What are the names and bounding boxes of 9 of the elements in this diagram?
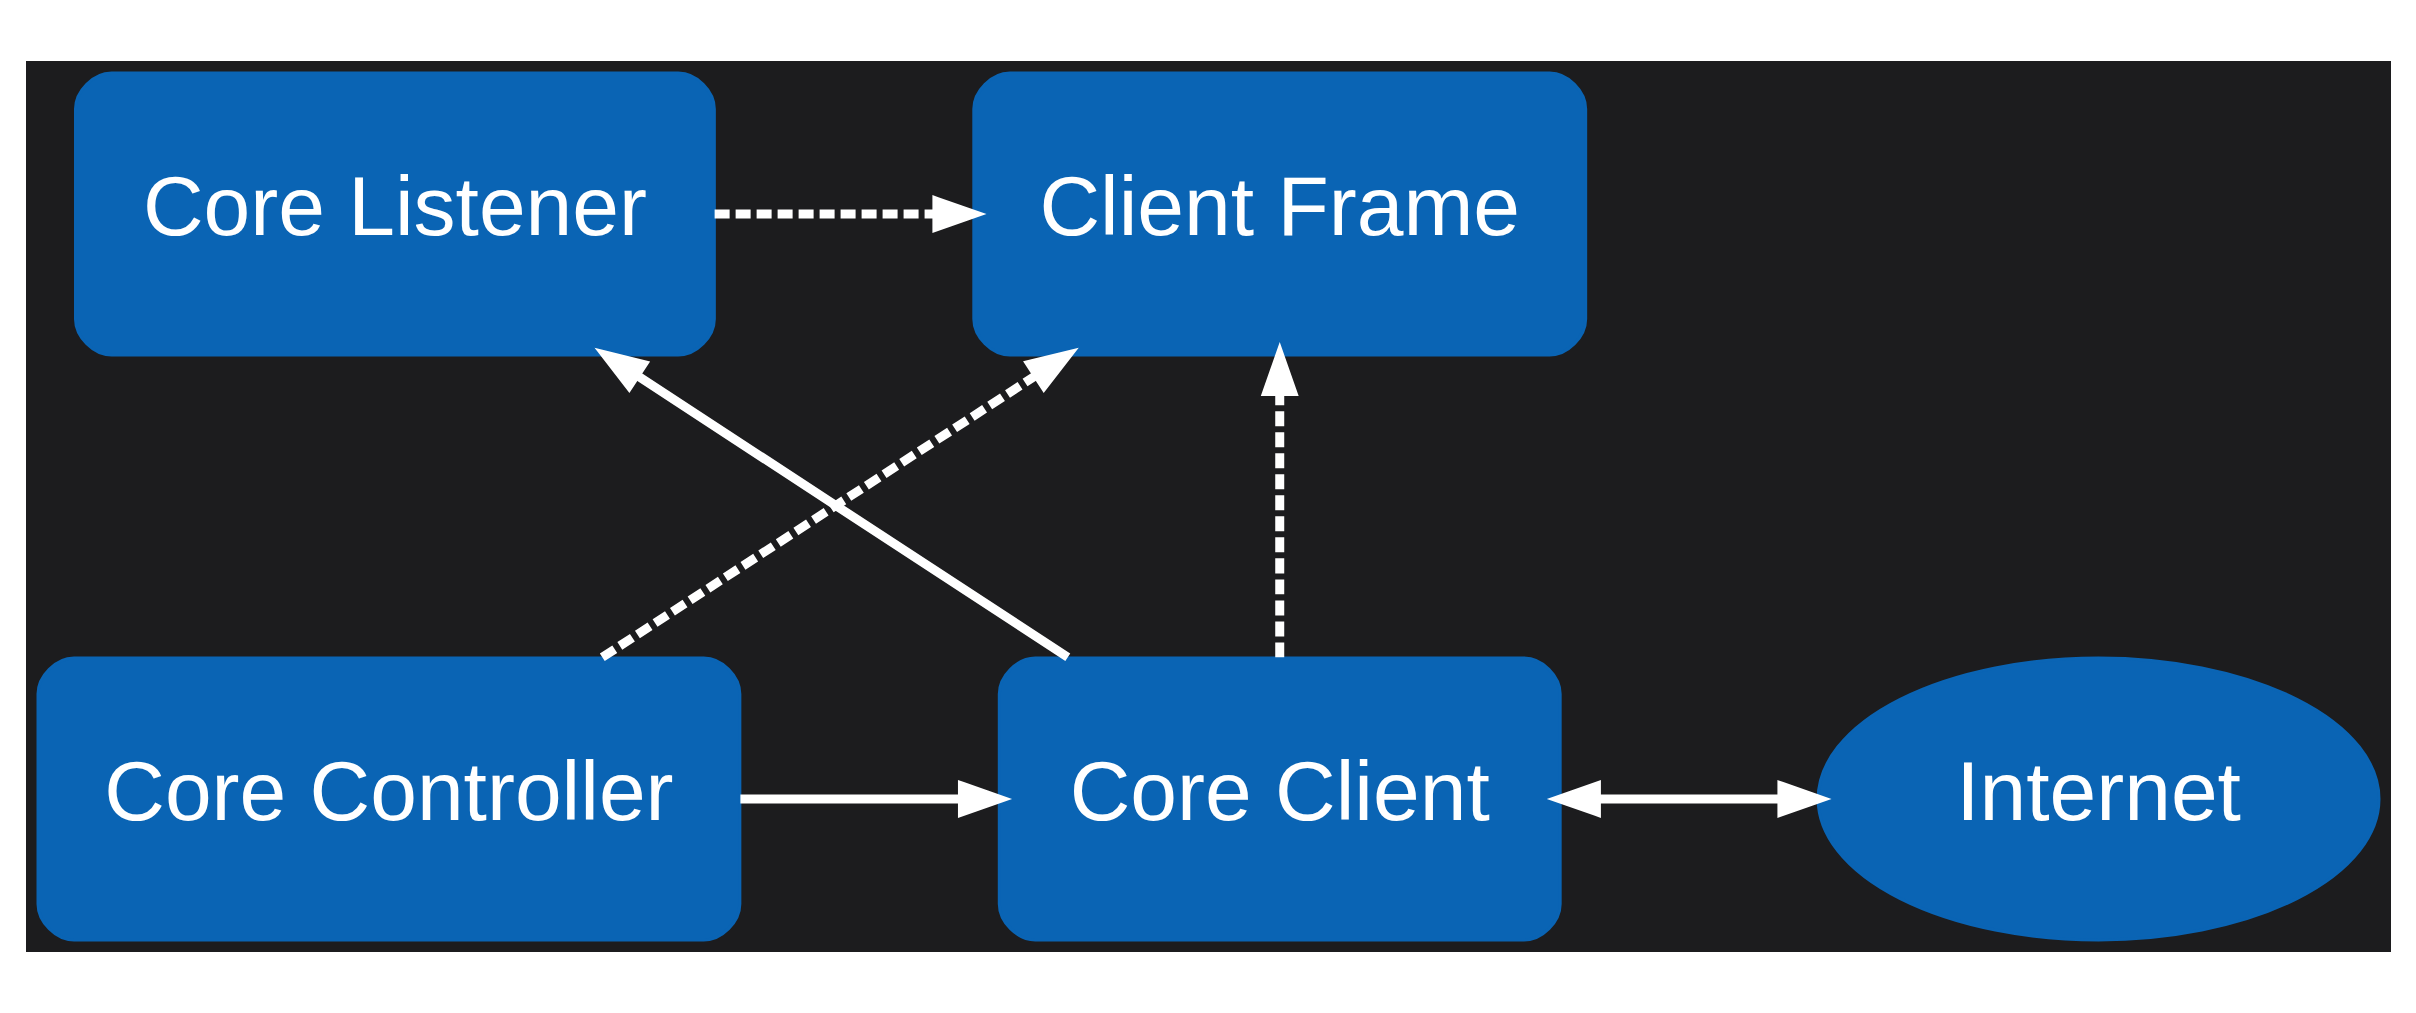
node-box: Core Listener bbox=[73, 71, 716, 357]
arrow bbox=[1260, 341, 1299, 658]
arrow bbox=[1546, 780, 1832, 818]
node-box: Client Frame bbox=[971, 71, 1587, 357]
node-box: Core Controller bbox=[36, 656, 741, 942]
node-box: Core Client bbox=[997, 656, 1562, 942]
arrow bbox=[714, 195, 986, 233]
node-ellipse: Internet bbox=[1816, 656, 2380, 942]
arrow bbox=[739, 780, 1012, 818]
